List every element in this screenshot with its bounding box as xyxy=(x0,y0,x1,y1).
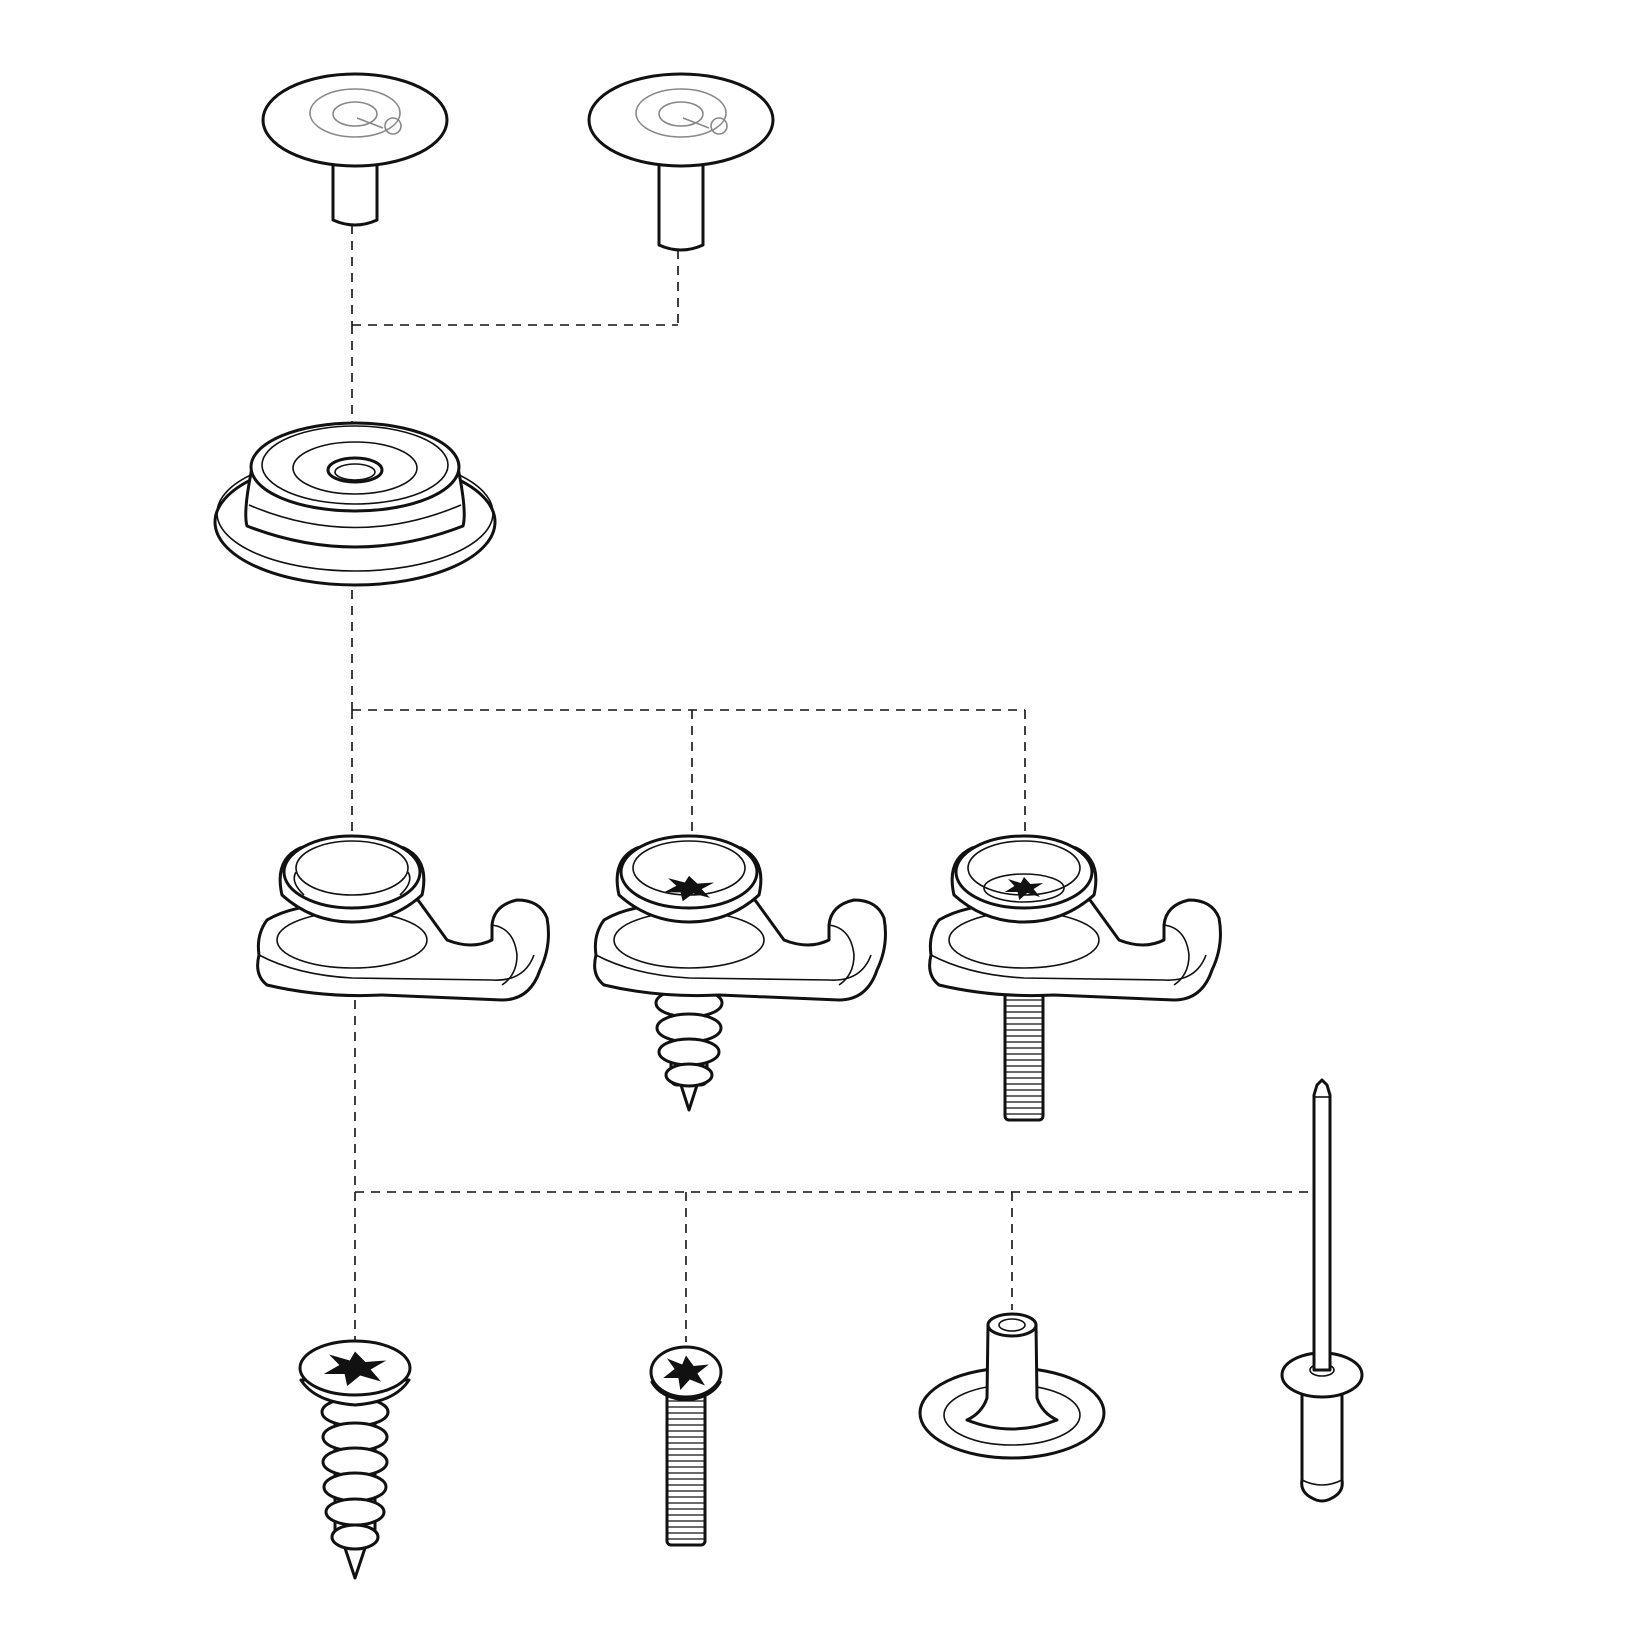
hook-stud-wood-screw xyxy=(593,834,887,1112)
brand-logo-icon xyxy=(309,88,402,138)
hook-stud-plain xyxy=(256,834,550,1002)
cap-short-post xyxy=(261,72,449,227)
cap-long-post xyxy=(587,72,775,252)
brand-logo-icon xyxy=(635,88,728,138)
hook-stud-body xyxy=(593,834,887,1002)
blind-rivet xyxy=(1280,1078,1364,1503)
wood-screw-thread xyxy=(654,983,724,1112)
machine-thread xyxy=(1003,978,1045,1122)
flanged-post xyxy=(918,1312,1106,1460)
machine-screw xyxy=(649,1345,723,1547)
connector-lines xyxy=(351,225,1308,1342)
socket-cap xyxy=(213,421,497,587)
hook-stud-body xyxy=(928,834,1222,1002)
wood-screw xyxy=(298,1339,412,1580)
hook-stud-body xyxy=(256,834,550,1002)
hook-stud-machine-thread xyxy=(928,834,1222,1122)
